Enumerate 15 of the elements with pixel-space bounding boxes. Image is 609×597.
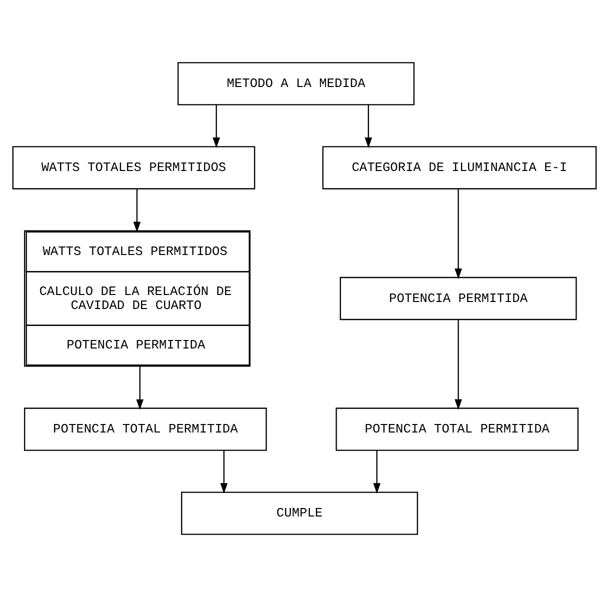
node-box: CATEGORIA DE ILUMINANCIA E-I xyxy=(322,146,597,190)
arrow xyxy=(454,320,462,410)
arrow xyxy=(136,366,144,410)
arrow xyxy=(212,104,220,148)
arrow xyxy=(133,189,141,232)
node-box: POTENCIA PERMITIDA xyxy=(340,276,577,320)
arrow xyxy=(373,450,381,494)
arrow xyxy=(454,189,462,280)
node-box: WATTS TOTALES PERMITIDOS xyxy=(12,146,256,190)
node-box: CUMPLE xyxy=(181,492,418,535)
node-box: POTENCIA TOTAL PERMITIDA xyxy=(24,408,267,451)
node-box: METODO A LA MEDIDA xyxy=(178,62,415,106)
node-box: POTENCIA TOTAL PERMITIDA xyxy=(336,408,579,451)
arrow xyxy=(220,450,228,494)
arrow xyxy=(364,104,372,148)
